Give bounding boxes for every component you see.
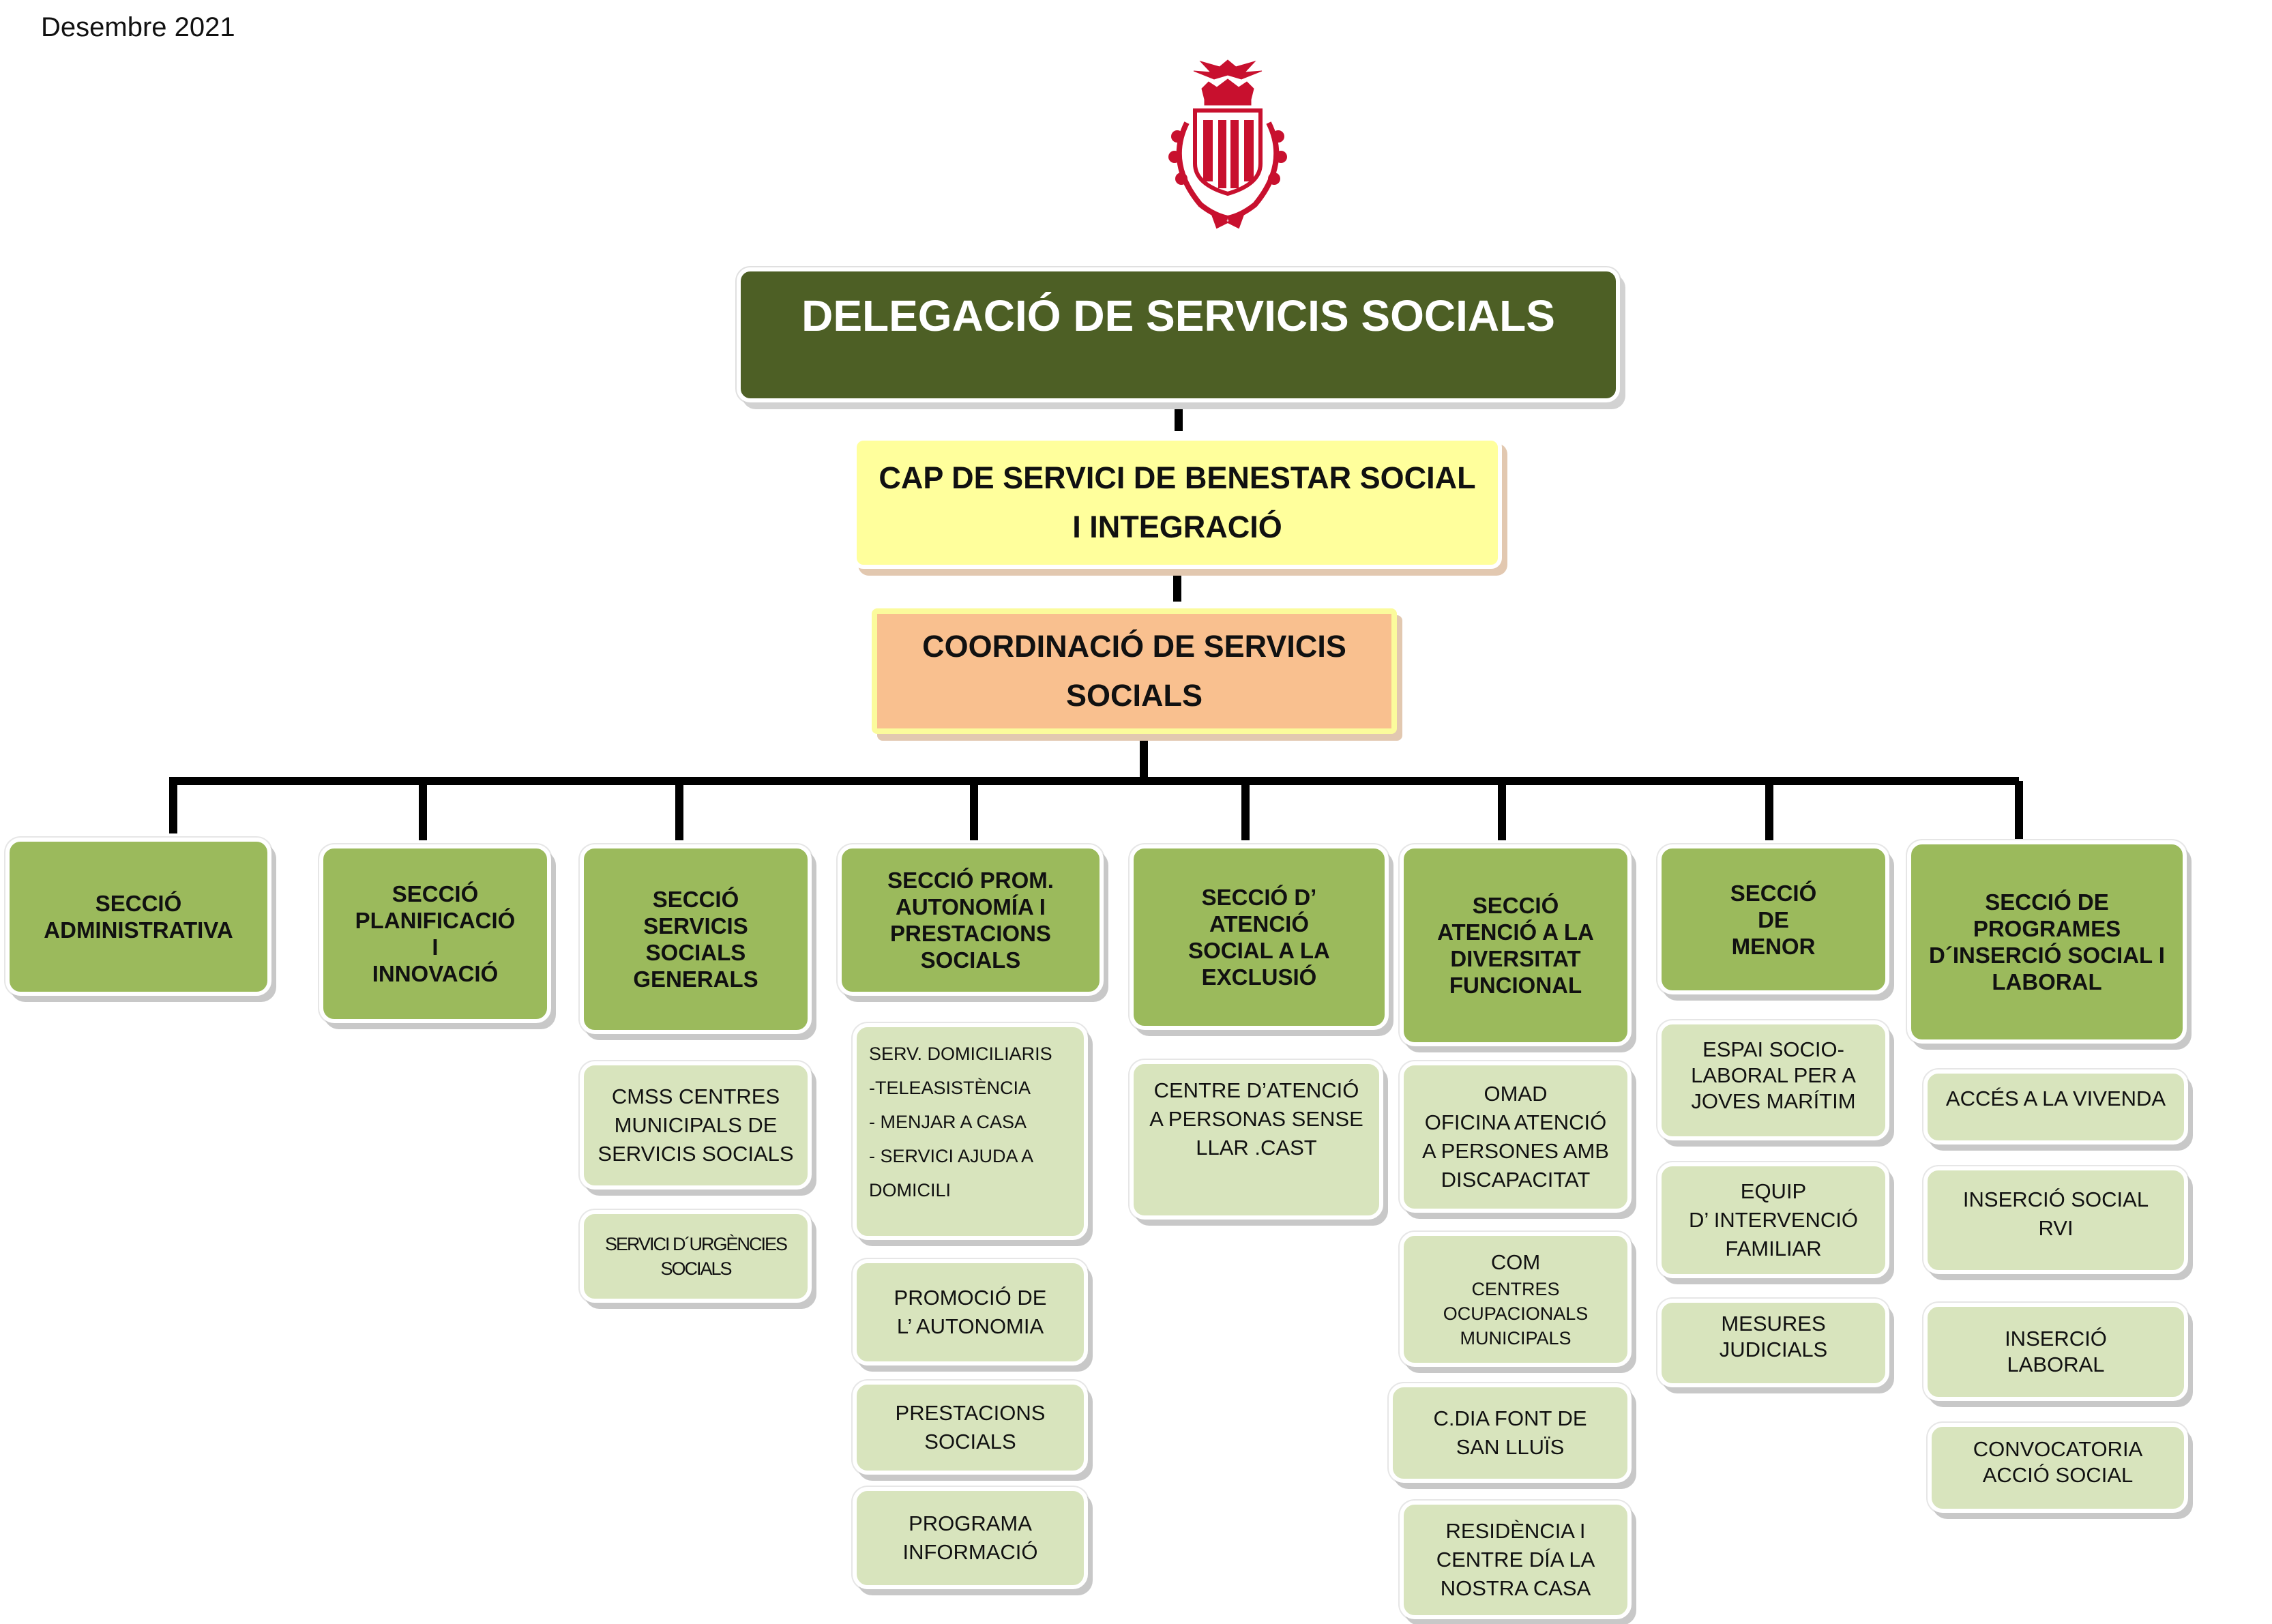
coat-of-arms-icon — [1168, 59, 1287, 229]
unit-label: ESPAI SOCIO- LABORAL PER A JOVES MARÍTIM — [1691, 1037, 1856, 1113]
section-label: SECCIÓ PROM. AUTONOMÍA I PRESTACIONS SOC… — [887, 868, 1054, 973]
section-label: SECCIÓ SERVICIS SOCIALS GENERALS — [633, 887, 758, 992]
unit-label: INSERCIÓ SOCIAL RVI — [1962, 1187, 2149, 1240]
unit-equip-intervencio-familiar: EQUIP D’ INTERVENCIÓ FAMILIAR — [1657, 1162, 1889, 1278]
section-administrativa: SECCIÓ ADMINISTRATIVA — [5, 838, 271, 996]
section-prom-autonomia: SECCIÓ PROM. AUTONOMÍA I PRESTACIONS SOC… — [838, 844, 1104, 996]
delegation-box: DELEGACIÓ DE SERVICIS SOCIALS — [737, 267, 1620, 402]
unit-convocatoria-accio-social: CONVOCATORIA ACCIÓ SOCIAL — [1928, 1423, 2188, 1513]
unit-serv-domiciliaris: SERV. DOMICILIARIS -TELEASISTÈNCIA - MEN… — [853, 1023, 1088, 1240]
head-of-service-box: CAP DE SERVICI DE BENESTAR SOCIAL I INTE… — [853, 437, 1502, 569]
unit-residencia-nostra-casa: RESIDÈNCIA I CENTRE DÍA LA NOSTRA CASA — [1400, 1501, 1632, 1619]
unit-cdia-font-san-lluis: C.DIA FONT DE SAN LLUÏS — [1389, 1383, 1632, 1483]
unit-label: CENTRE D’ATENCIÓ A PERSONAS SENSE LLAR .… — [1149, 1078, 1363, 1160]
unit-promocio-autonomia: PROMOCIÓ DE L’ AUTONOMIA — [853, 1259, 1088, 1365]
unit-acces-vivenda: ACCÉS A LA VIVENDA — [1923, 1069, 2188, 1145]
unit-label: EQUIP D’ INTERVENCIÓ FAMILIAR — [1688, 1179, 1859, 1260]
unit-mesures-judicials: MESURES JUDICIALS — [1657, 1299, 1889, 1387]
unit-label: PROGRAMA INFORMACIÓ — [902, 1511, 1038, 1564]
section-label: SECCIÓ DE MENOR — [1730, 880, 1817, 959]
unit-insercio-laboral: INSERCIÓ LABORAL — [1923, 1303, 2188, 1401]
section-diversitat-funcional: SECCIÓ ATENCIÓ A LA DIVERSITAT FUNCIONAL — [1400, 844, 1632, 1046]
unit-label: SERV. DOMICILIARIS -TELEASISTÈNCIA - MEN… — [869, 1044, 1052, 1200]
unit-insercio-social-rvi: INSERCIÓ SOCIAL RVI — [1923, 1166, 2188, 1274]
unit-label: SERVICI D´URGÈNCIES SOCIALS — [604, 1234, 788, 1279]
section-menor: SECCIÓ DE MENOR — [1657, 844, 1889, 994]
coordination-title: COORDINACIÓ DE SERVICIS SOCIALS — [922, 629, 1346, 713]
unit-prestacions-socials: PRESTACIONS SOCIALS — [853, 1381, 1088, 1475]
unit-centre-sense-llar: CENTRE D’ATENCIÓ A PERSONAS SENSE LLAR .… — [1130, 1060, 1383, 1220]
unit-label: PRESTACIONS SOCIALS — [895, 1401, 1046, 1453]
section-exclusio: SECCIÓ D’ ATENCIÓ SOCIAL A LA EXCLUSIÓ — [1130, 844, 1389, 1030]
unit-label: INSERCIÓ LABORAL — [2005, 1327, 2107, 1376]
unit-label: RESIDÈNCIA I CENTRE DÍA LA NOSTRA CASA — [1436, 1519, 1595, 1600]
unit-omad: OMAD OFICINA ATENCIÓ A PERSONES AMB DISC… — [1400, 1061, 1632, 1213]
delegation-title: DELEGACIÓ DE SERVICIS SOCIALS — [801, 291, 1555, 340]
section-insercio-social-laboral: SECCIÓ DE PROGRAMES D´INSERCIÓ SOCIAL I … — [1907, 840, 2187, 1044]
unit-programa-informacio: PROGRAMA INFORMACIÓ — [853, 1487, 1088, 1589]
section-servicis-socials-generals: SECCIÓ SERVICIS SOCIALS GENERALS — [580, 844, 812, 1034]
unit-label: COM — [1490, 1250, 1541, 1274]
unit-com: COM CENTRES OCUPACIONALS MUNICIPALS — [1400, 1232, 1632, 1367]
unit-label: MESURES JUDICIALS — [1719, 1312, 1828, 1361]
unit-espai-socio-laboral: ESPAI SOCIO- LABORAL PER A JOVES MARÍTIM — [1657, 1020, 1889, 1140]
section-label: SECCIÓ PLANIFICACIÓ I INNOVACIÓ — [355, 881, 516, 986]
coordination-box: COORDINACIÓ DE SERVICIS SOCIALS — [872, 608, 1397, 734]
section-label: SECCIÓ ADMINISTRATIVA — [44, 891, 233, 943]
section-label: SECCIÓ DE PROGRAMES D´INSERCIÓ SOCIAL I … — [1929, 889, 2165, 994]
section-planificacio: SECCIÓ PLANIFICACIÓ I INNOVACIÓ — [319, 844, 551, 1023]
unit-label: CONVOCATORIA ACCIÓ SOCIAL — [1973, 1437, 2143, 1487]
unit-label: PROMOCIÓ DE L’ AUTONOMIA — [894, 1286, 1047, 1338]
unit-label: OMAD OFICINA ATENCIÓ A PERSONES AMB DISC… — [1422, 1082, 1609, 1192]
section-label: SECCIÓ ATENCIÓ A LA DIVERSITAT FUNCIONAL — [1437, 893, 1594, 998]
unit-label: C.DIA FONT DE SAN LLUÏS — [1433, 1406, 1587, 1459]
unit-cmss: CMSS CENTRES MUNICIPALS DE SERVICIS SOCI… — [580, 1061, 812, 1190]
section-label: SECCIÓ D’ ATENCIÓ SOCIAL A LA EXCLUSIÓ — [1188, 885, 1330, 990]
document-date: Desembre 2021 — [41, 12, 235, 42]
unit-label: CMSS CENTRES MUNICIPALS DE SERVICIS SOCI… — [597, 1084, 794, 1166]
head-of-service-title: CAP DE SERVICI DE BENESTAR SOCIAL I INTE… — [879, 460, 1476, 544]
unit-label: ACCÉS A LA VIVENDA — [1945, 1087, 2166, 1110]
unit-sublabel: CENTRES OCUPACIONALS MUNICIPALS — [1443, 1279, 1589, 1348]
unit-urgencies: SERVICI D´URGÈNCIES SOCIALS — [580, 1210, 812, 1303]
